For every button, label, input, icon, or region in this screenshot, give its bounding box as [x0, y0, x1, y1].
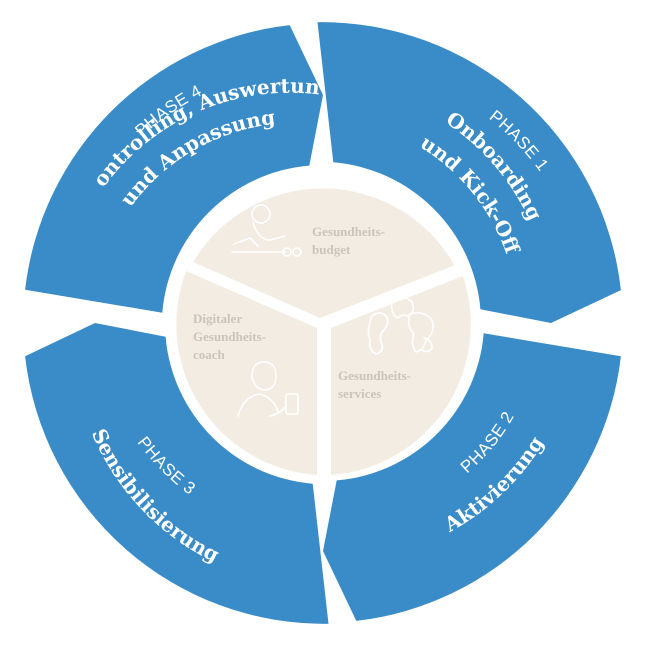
center-coach-line-3: coach	[193, 347, 226, 362]
center-coach-line-1: Digitaler	[193, 311, 242, 326]
center-budget-line-1: Gesundheits-	[312, 224, 385, 239]
center-services-line-1: Gesundheits-	[338, 368, 411, 383]
center-services-line-2: services	[338, 386, 381, 401]
outer-ring	[25, 22, 621, 624]
center-segment-budget[interactable]	[193, 188, 455, 318]
center-circle	[176, 188, 471, 475]
person-with-phone-icon	[237, 361, 299, 417]
phase-2-segment[interactable]	[323, 333, 621, 621]
phase-1-segment[interactable]	[317, 22, 621, 324]
center-text-services: Gesundheits- services	[338, 368, 411, 401]
center-text-coach: Digitaler Gesundheits- coach	[193, 311, 266, 362]
phase-3-segment[interactable]	[25, 323, 329, 624]
phase-4-segment[interactable]	[25, 25, 323, 313]
center-coach-line-2: Gesundheits-	[193, 329, 266, 344]
center-budget-line-2: budget	[312, 242, 351, 257]
world-map-icon	[367, 296, 434, 355]
massage-icon	[231, 204, 302, 257]
center-segment-services[interactable]	[331, 276, 471, 475]
center-text-budget: Gesundheits- budget	[312, 224, 385, 257]
center-segment-coach[interactable]	[176, 271, 317, 475]
